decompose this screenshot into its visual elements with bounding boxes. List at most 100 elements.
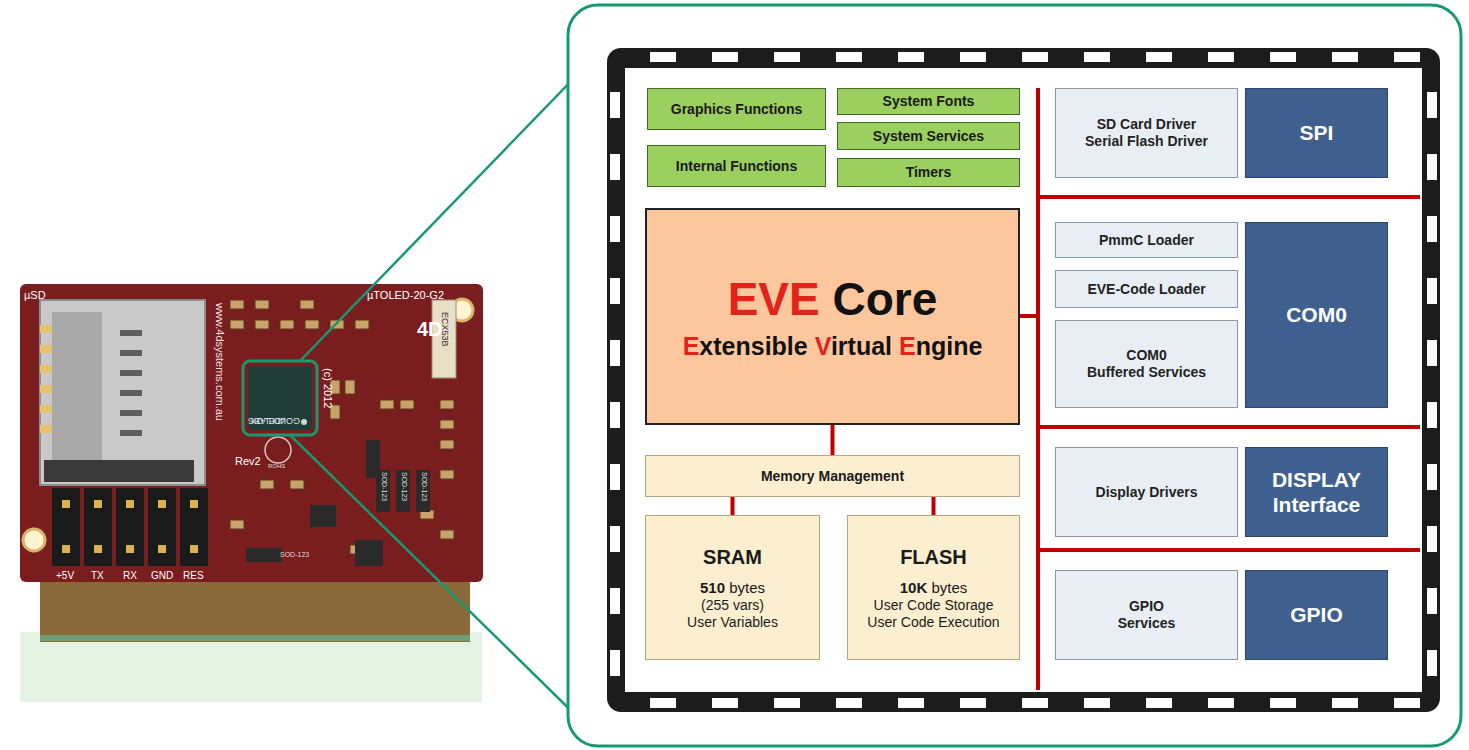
bus-connector xyxy=(732,497,733,515)
chip-package xyxy=(607,48,1440,712)
sd-contacts xyxy=(40,325,52,433)
box-title: SRAM xyxy=(703,545,762,569)
callout-frame xyxy=(568,5,1461,746)
pin-header xyxy=(52,488,208,566)
bus-connector xyxy=(933,497,934,515)
diode xyxy=(366,440,430,512)
chip-pad xyxy=(1427,588,1437,614)
function-box: System Services xyxy=(837,122,1020,150)
chip-pad xyxy=(1427,650,1437,676)
box-text: Extensible Virtual Engine xyxy=(683,331,983,361)
interface-box: COM0 xyxy=(1245,222,1388,408)
function-box: GPIOServices xyxy=(1055,570,1238,660)
function-box: FLASH 10K bytesUser Code StorageUser Code… xyxy=(847,515,1020,660)
box-text: 10K bytes xyxy=(900,579,968,597)
box-text: (255 vars) xyxy=(701,597,764,614)
box-title: EVE Core xyxy=(728,272,938,327)
chip-pad xyxy=(1146,52,1172,62)
chip-pad xyxy=(1427,154,1437,180)
chip-marking: 4D LABS xyxy=(248,416,285,426)
chip-highlight xyxy=(243,361,317,435)
bus-connector xyxy=(832,425,833,455)
pin-name: +5V xyxy=(56,570,74,581)
interface-box: GPIO xyxy=(1245,570,1388,660)
smd-parts xyxy=(230,300,454,554)
function-box: Graphics Functions xyxy=(647,88,826,130)
chip-pad xyxy=(610,464,620,490)
chip-pad xyxy=(1427,278,1437,304)
chip-pad xyxy=(610,278,620,304)
box-title: Internal Functions xyxy=(676,158,797,175)
diode xyxy=(246,548,282,562)
display-glass xyxy=(20,632,482,702)
box-text: User Code Execution xyxy=(867,614,999,631)
box-title: System Fonts xyxy=(883,93,975,110)
chip-pad xyxy=(1427,216,1437,242)
sd-slot xyxy=(40,300,205,485)
box-title: DISPLAY Interface xyxy=(1252,467,1381,517)
part-marking: SOD-123 xyxy=(401,472,408,501)
chip-pad xyxy=(610,216,620,242)
chip-pads xyxy=(610,52,1437,708)
function-box: Memory Management xyxy=(645,455,1020,497)
chip-pad xyxy=(1022,698,1048,708)
chip-pad xyxy=(898,698,924,708)
chip-pad xyxy=(610,650,620,676)
chip-pad xyxy=(1208,52,1234,62)
box-title: Timers xyxy=(906,164,952,181)
chip-pad xyxy=(650,698,676,708)
interface-box: SPI xyxy=(1245,88,1388,178)
pcb-board xyxy=(20,284,483,582)
chip-pad xyxy=(1084,52,1110,62)
box-title: System Services xyxy=(873,128,984,145)
function-box: Internal Functions xyxy=(647,145,826,187)
chip-pad xyxy=(650,52,676,62)
box-text: 510 bytes xyxy=(700,579,765,597)
interface-box: DISPLAY Interface xyxy=(1245,447,1388,537)
box-title: SD Card Driver xyxy=(1097,116,1197,133)
chip-pad xyxy=(610,588,620,614)
bus-line xyxy=(1020,88,1420,690)
chip-pad xyxy=(1332,698,1358,708)
function-box: System Fonts xyxy=(837,88,1020,115)
box-title: Memory Management xyxy=(761,468,904,485)
part-marking: SOD-123 xyxy=(421,472,428,501)
pin1-dot xyxy=(301,419,307,425)
chip-pad xyxy=(712,52,738,62)
chip-pad xyxy=(610,154,620,180)
box-text: User Code Storage xyxy=(874,597,994,614)
chip-pad xyxy=(960,52,986,62)
function-box: Display Drivers xyxy=(1055,447,1238,537)
chip-pad xyxy=(1427,340,1437,366)
box-title: EVE-Code Loader xyxy=(1087,281,1205,298)
chip-pad xyxy=(1427,526,1437,552)
pin-name: RES xyxy=(183,570,204,581)
regulator xyxy=(355,540,383,566)
box-title: Display Drivers xyxy=(1096,484,1198,501)
box-text: Serial Flash Driver xyxy=(1085,133,1208,150)
sd-slot-opening xyxy=(44,460,194,482)
chip-pad xyxy=(610,92,620,118)
box-title: COM0 xyxy=(1126,347,1166,364)
function-box: COM0Buffered Services xyxy=(1055,320,1238,408)
chip-pad xyxy=(1427,402,1437,428)
part-marking: SOD-123 xyxy=(280,551,309,558)
connector-line xyxy=(932,497,936,515)
chip-pad xyxy=(1084,698,1110,708)
board-label: µSD xyxy=(24,289,46,301)
pin-name: GND xyxy=(151,570,173,581)
core-box: EVE CoreExtensible Virtual Engine xyxy=(645,208,1020,425)
chip-pad xyxy=(1394,52,1420,62)
chip-pad xyxy=(1022,52,1048,62)
connector-line xyxy=(731,497,735,515)
chip-pad xyxy=(1427,92,1437,118)
function-box: SRAM 510 bytes(255 vars)User Variables xyxy=(645,515,820,660)
chip-pad xyxy=(1208,698,1234,708)
mount-hole xyxy=(23,529,45,551)
pin-name: TX xyxy=(91,570,104,581)
box-title: FLASH xyxy=(900,545,967,569)
box-text: Buffered Services xyxy=(1087,364,1206,381)
box-text: User Variables xyxy=(687,614,778,631)
board-url: www.4dsystems.com.au xyxy=(214,303,226,421)
